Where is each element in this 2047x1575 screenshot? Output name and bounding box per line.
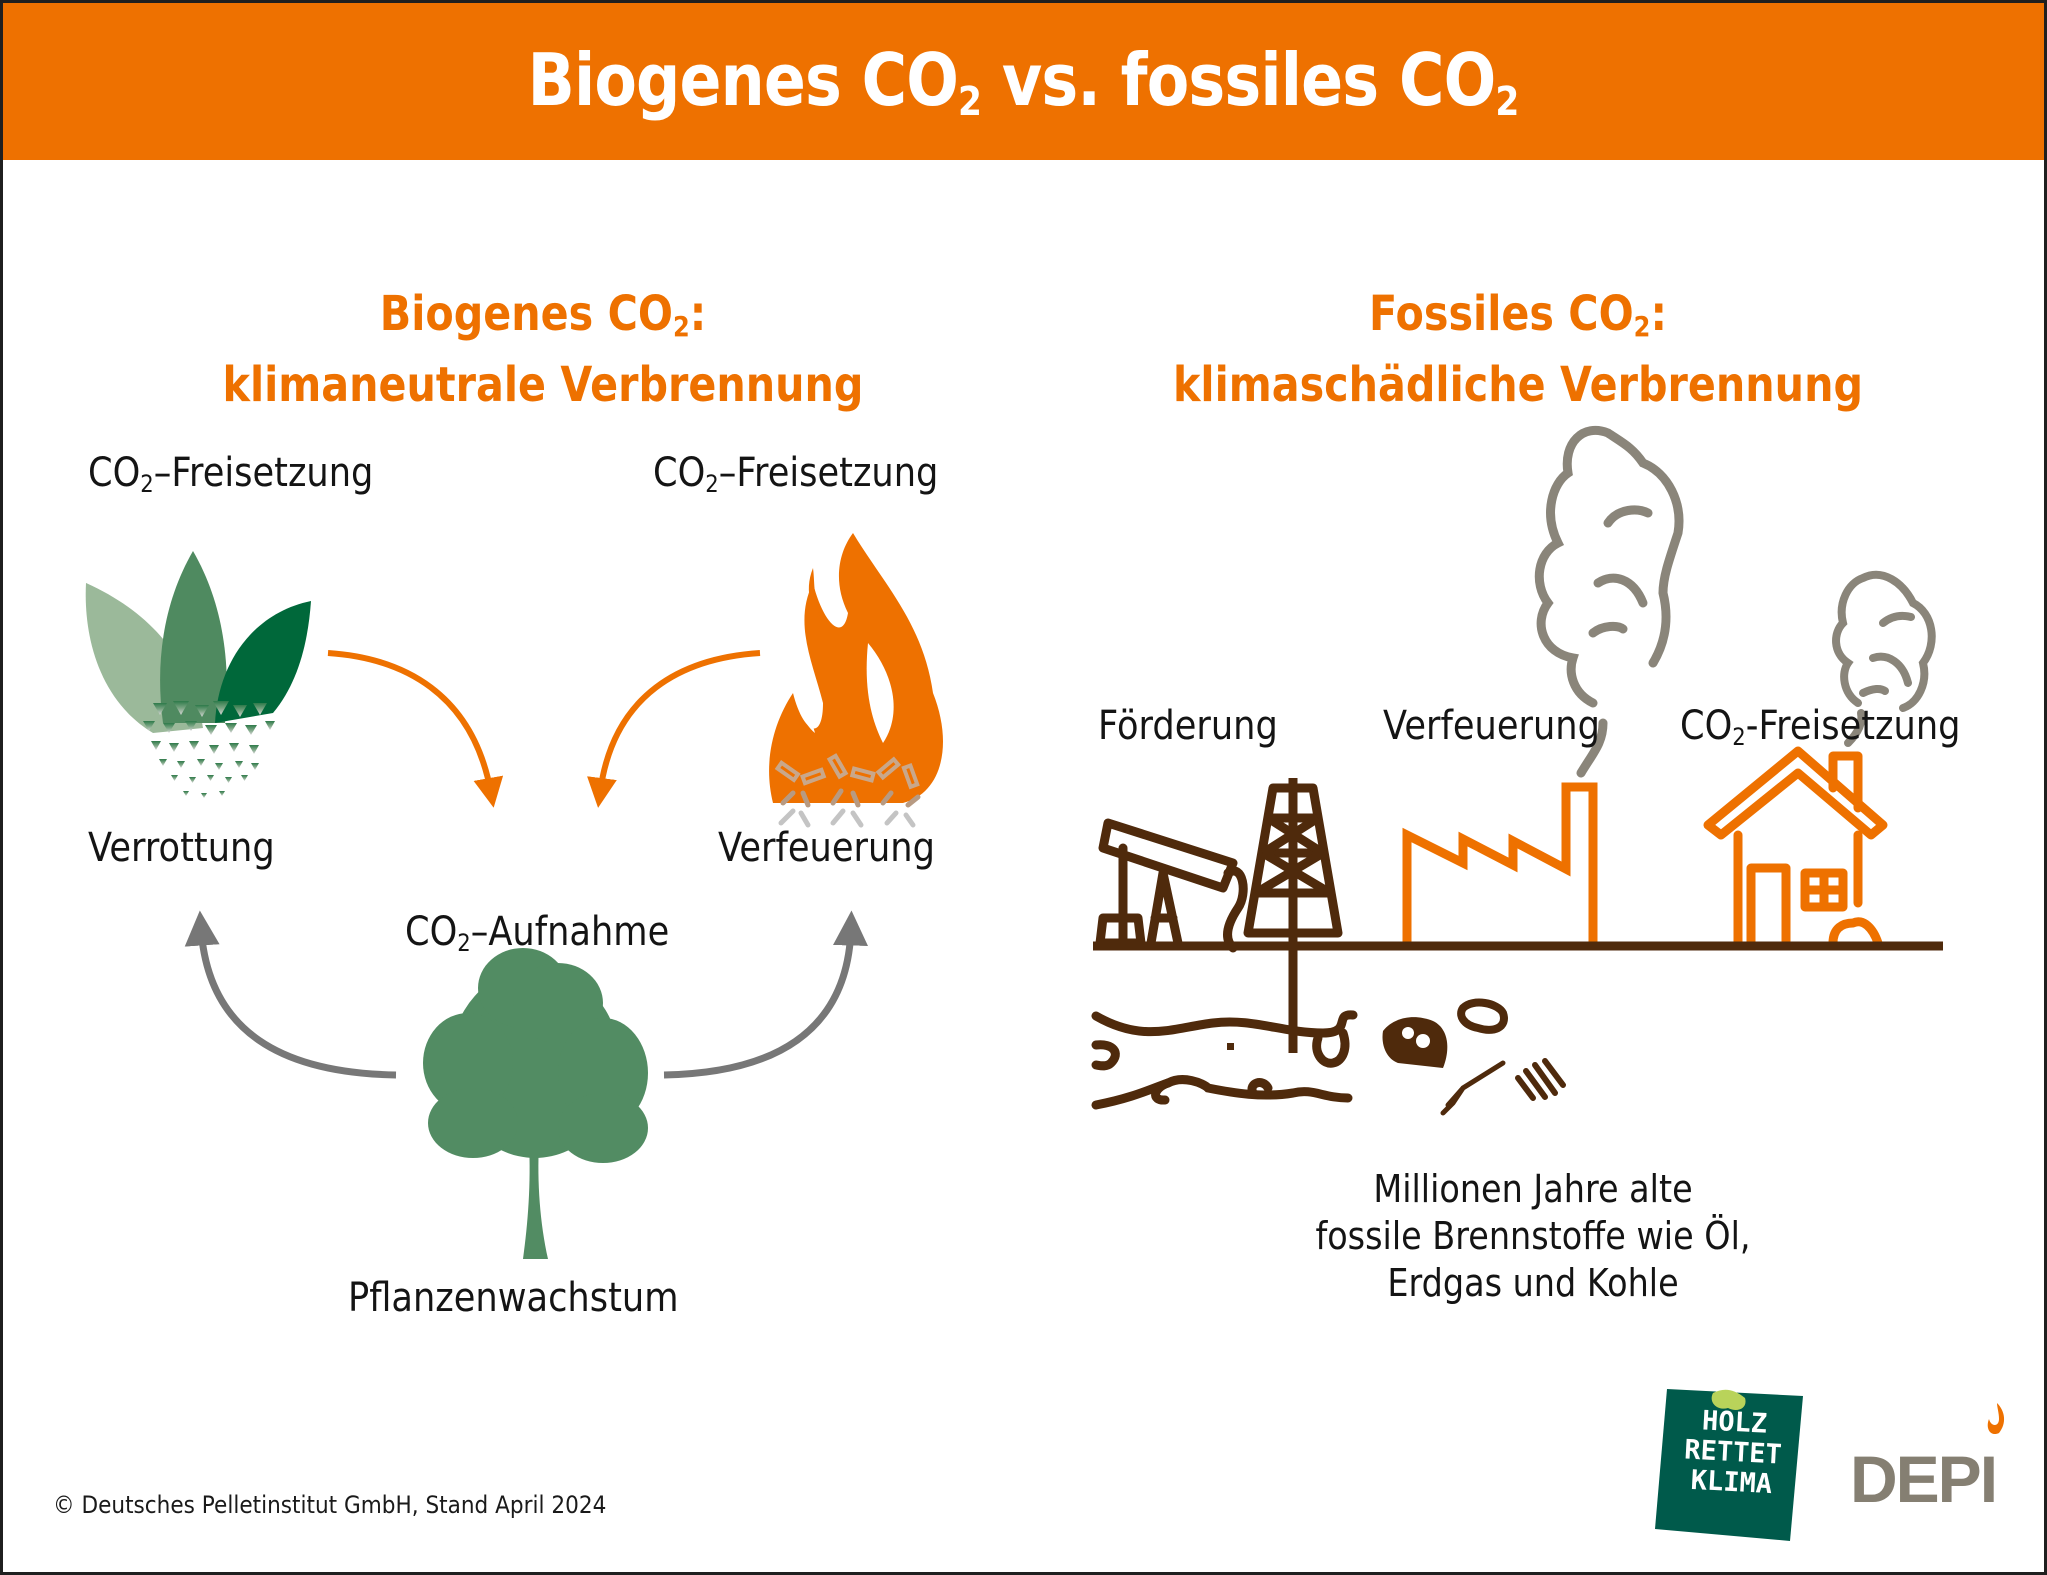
header-bar: Biogenes CO2 vs. fossiles CO2 <box>3 3 2044 160</box>
page-title: Biogenes CO2 vs. fossiles CO2 <box>528 38 1520 125</box>
copyright-footer: © Deutsches Pelletinstitut GmbH, Stand A… <box>53 1491 607 1519</box>
arrow-growth-to-rotting <box>184 910 397 1079</box>
fire-burning-icon <box>769 533 943 828</box>
house-icon <box>1703 746 1888 948</box>
co2-uptake-label: CO2–Aufnahme <box>405 909 670 957</box>
holz-rettet-klima-logo <box>1655 1389 1803 1541</box>
oil-pump-icon <box>1095 818 1248 953</box>
factory-icon <box>1402 782 1598 943</box>
depi-flame-icon <box>1987 1403 2005 1435</box>
co2-release-burning-label: CO2–Freisetzung <box>653 450 939 498</box>
arrow-burning-to-uptake <box>587 650 761 808</box>
depi-logo: DEPI <box>1850 1442 1998 1516</box>
rotting-label: Verrottung <box>88 825 275 871</box>
extraction-label: Förderung <box>1098 703 1278 749</box>
tree-icon <box>423 948 648 1259</box>
house-smoke-icon <box>1832 570 1936 747</box>
arrow-growth-to-burning <box>663 910 868 1079</box>
burning-label: Verfeuerung <box>718 825 935 871</box>
co2-release-rotting-label: CO2–Freisetzung <box>88 450 374 498</box>
diagram-artwork <box>85 425 1943 1541</box>
oil-derrick-icon <box>1243 778 1343 1053</box>
dinosaur-fossil-icon <box>1382 998 1566 1116</box>
factory-smoke-icon <box>1534 425 1684 778</box>
holz-logo-text: HOLZ RETTET KLIMA <box>1683 1405 1783 1501</box>
fossil-heading: Fossiles CO2: klimaschädliche Verbrennun… <box>1172 286 1864 413</box>
leaves-rotting-icon <box>85 551 311 798</box>
fossil-fuels-note: Millionen Jahre alte fossile Brennstoffe… <box>1315 1167 1751 1305</box>
plant-growth-label: Pflanzenwachstum <box>348 1275 679 1321</box>
biogenic-heading: Biogenes CO2: klimaneutrale Verbrennung <box>222 286 864 413</box>
fossil-burning-label: Verfeuerung <box>1383 703 1600 749</box>
fossil-co2-release-label: CO2-Freisetzung <box>1680 703 1961 751</box>
arrow-rotting-to-uptake <box>327 650 504 808</box>
rock-strata-icon <box>1091 1010 1358 1110</box>
